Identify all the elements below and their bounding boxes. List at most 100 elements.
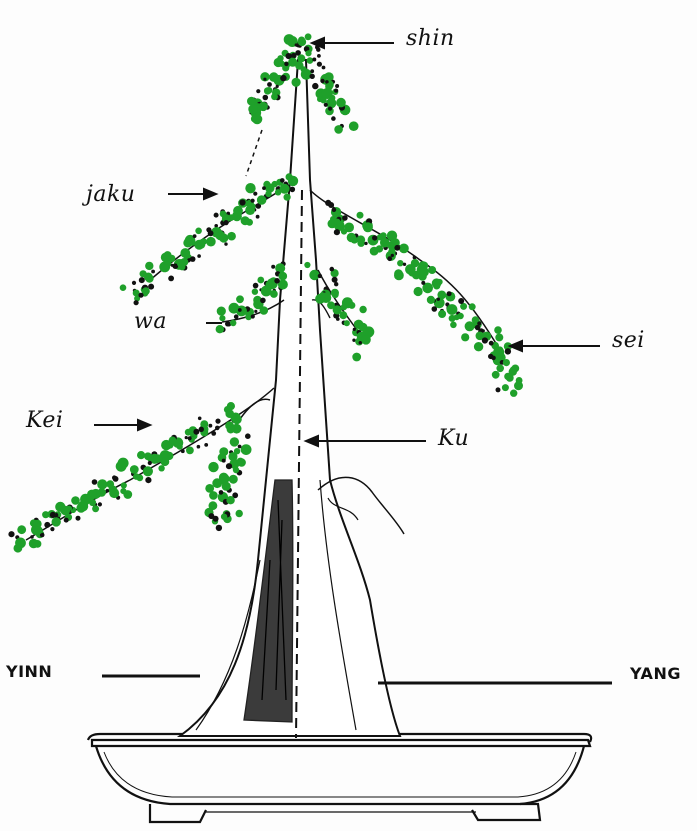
leaf-cluster bbox=[134, 300, 139, 305]
leaf-cluster bbox=[193, 429, 199, 435]
leaf-cluster bbox=[334, 229, 340, 235]
leaf-cluster bbox=[35, 526, 43, 534]
leaf-cluster bbox=[148, 461, 152, 465]
leaf-cluster bbox=[97, 479, 107, 489]
leaf-cluster bbox=[328, 107, 332, 111]
leaf-cluster bbox=[92, 505, 99, 512]
leaf-cluster bbox=[138, 293, 143, 298]
leaf-cluster bbox=[503, 359, 510, 366]
leaf-cluster bbox=[502, 384, 509, 391]
leaf-cluster bbox=[213, 516, 219, 522]
leaf-cluster bbox=[263, 78, 266, 81]
leaf-cluster bbox=[236, 510, 243, 517]
leaf-cluster bbox=[266, 87, 273, 94]
leaf-cluster bbox=[262, 186, 266, 190]
leaf-cluster bbox=[164, 258, 171, 265]
leaf-cluster bbox=[332, 291, 339, 298]
leaf-cluster bbox=[348, 302, 355, 309]
leaf-cluster bbox=[209, 424, 213, 428]
leaf-cluster bbox=[361, 335, 371, 345]
leaf-cluster bbox=[284, 194, 291, 201]
leaf-cluster bbox=[342, 215, 348, 221]
leaf-cluster bbox=[271, 265, 275, 269]
leaf-cluster bbox=[274, 278, 280, 284]
leaf-cluster bbox=[253, 192, 257, 196]
leaf-cluster bbox=[106, 480, 114, 488]
leaf-cluster bbox=[334, 219, 340, 225]
leaf-cluster bbox=[414, 287, 423, 296]
leaf-cluster bbox=[278, 60, 285, 67]
leaf-cluster bbox=[148, 284, 154, 290]
leaf-cluster bbox=[474, 342, 483, 351]
leaf-cluster bbox=[312, 58, 316, 62]
leaf-cluster bbox=[145, 477, 151, 483]
leaf-cluster bbox=[214, 213, 219, 218]
leaf-cluster bbox=[64, 518, 69, 523]
leaf-cluster bbox=[297, 54, 305, 62]
leaf-cluster bbox=[413, 256, 417, 260]
leaf-cluster bbox=[267, 82, 272, 87]
leaf-cluster bbox=[195, 228, 202, 235]
leaf-cluster bbox=[322, 66, 326, 70]
leaf-cluster bbox=[319, 292, 325, 298]
leaf-cluster bbox=[234, 314, 239, 319]
leaf-cluster bbox=[399, 244, 409, 254]
leaf-cluster bbox=[50, 527, 54, 531]
leaf-cluster bbox=[143, 466, 153, 476]
leaf-cluster bbox=[437, 298, 440, 301]
leaf-cluster bbox=[224, 242, 227, 245]
leaf-cluster bbox=[372, 235, 377, 240]
leaf-cluster bbox=[320, 97, 326, 103]
label-arrows bbox=[94, 38, 600, 446]
leaf-cluster bbox=[204, 443, 208, 447]
leaf-cluster bbox=[222, 459, 226, 463]
leaf-cluster bbox=[230, 320, 236, 326]
leaf-cluster bbox=[206, 237, 216, 247]
leaf-cluster bbox=[391, 254, 394, 257]
leaf-cluster bbox=[205, 484, 214, 493]
leaf-cluster bbox=[256, 215, 260, 219]
leaf-cluster bbox=[317, 62, 322, 67]
leaf-cluster bbox=[112, 492, 118, 498]
leaf-cluster bbox=[230, 437, 239, 446]
leaf-cluster bbox=[271, 93, 278, 100]
leaf-cluster bbox=[419, 267, 429, 277]
leaf-cluster bbox=[312, 83, 318, 89]
leaf-cluster bbox=[185, 436, 188, 439]
leaf-cluster bbox=[233, 467, 239, 473]
leaf-cluster bbox=[331, 116, 336, 121]
leaf-cluster bbox=[123, 490, 132, 499]
leaf-cluster bbox=[42, 511, 49, 518]
leaf-cluster bbox=[139, 277, 145, 283]
label-jaku: jaku bbox=[86, 182, 135, 207]
leaf-cluster bbox=[257, 277, 264, 284]
leaf-cluster bbox=[17, 525, 26, 534]
leaf-cluster bbox=[276, 85, 279, 88]
leaf-cluster bbox=[458, 298, 464, 304]
leaf-cluster bbox=[310, 74, 315, 79]
leaf-cluster bbox=[260, 306, 269, 315]
leaf-cluster bbox=[193, 234, 197, 238]
leaf-cluster bbox=[290, 187, 296, 193]
leaf-cluster bbox=[133, 473, 140, 480]
leaf-cluster bbox=[256, 89, 260, 93]
leaf-cluster bbox=[132, 281, 136, 285]
leaf-cluster bbox=[224, 220, 229, 225]
leaf-cluster bbox=[288, 176, 298, 186]
leaf-cluster bbox=[324, 103, 328, 107]
leaf-cluster bbox=[89, 499, 96, 506]
leaf-cluster bbox=[298, 38, 306, 46]
leaf-cluster bbox=[454, 314, 460, 320]
leaf-cluster bbox=[397, 260, 403, 266]
leaf-cluster bbox=[447, 291, 452, 296]
leaf-cluster bbox=[251, 314, 255, 318]
leaf-cluster bbox=[252, 289, 258, 295]
leaf-cluster bbox=[320, 79, 324, 83]
leaf-cluster bbox=[335, 84, 339, 88]
leaf-cluster bbox=[421, 281, 425, 285]
leaf-cluster bbox=[212, 478, 222, 488]
label-ku: Ku bbox=[438, 426, 469, 451]
leaf-cluster bbox=[318, 274, 322, 278]
leaf-cluster bbox=[344, 320, 350, 326]
